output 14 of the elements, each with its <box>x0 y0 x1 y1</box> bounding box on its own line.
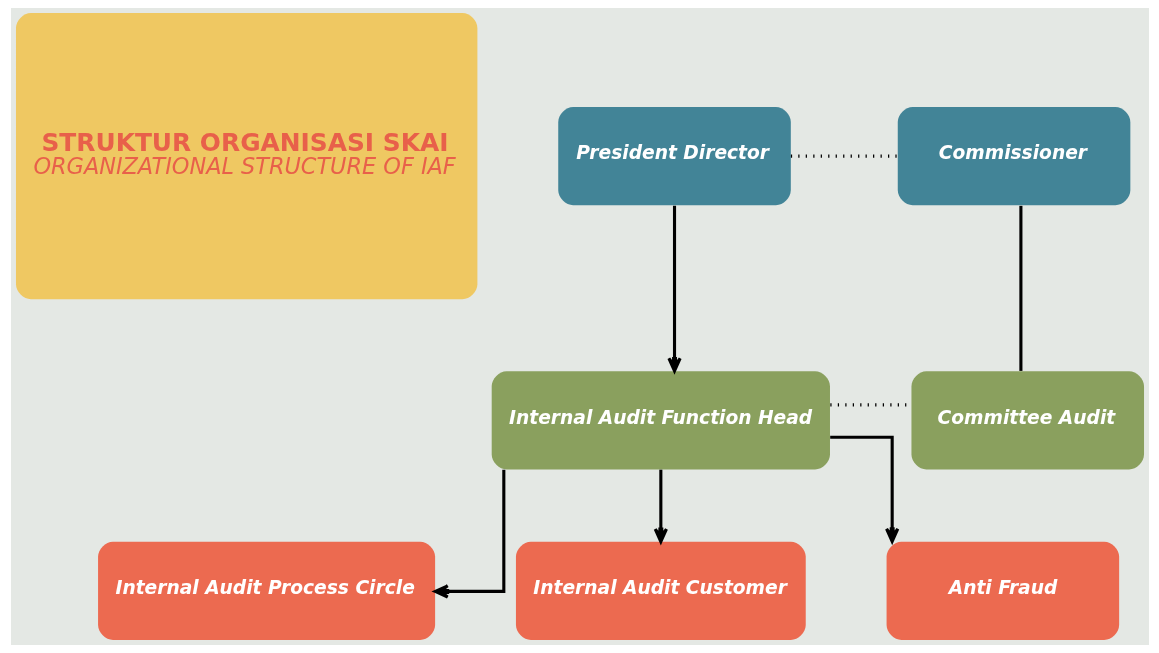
node-box: President Director <box>557 107 791 206</box>
arrow <box>653 469 668 544</box>
node-box: Internal Audit Function Head <box>491 371 830 470</box>
node-box: Internal Audit Customer <box>515 541 806 640</box>
connector <box>790 154 897 158</box>
arrow <box>433 469 505 599</box>
node-box: Committee Audit <box>910 371 1144 470</box>
node-box: STRUKTUR ORGANISASI SKAI ORGANIZATIONAL STRUCTURE OF IAF <box>15 13 477 300</box>
node-box: Anti Fraud <box>886 541 1119 640</box>
arrow <box>829 435 899 543</box>
arrow <box>666 205 682 373</box>
connector <box>1018 205 1022 371</box>
node-box: Commissioner <box>897 107 1130 206</box>
node-box: Internal Audit Process Circle <box>97 541 435 640</box>
